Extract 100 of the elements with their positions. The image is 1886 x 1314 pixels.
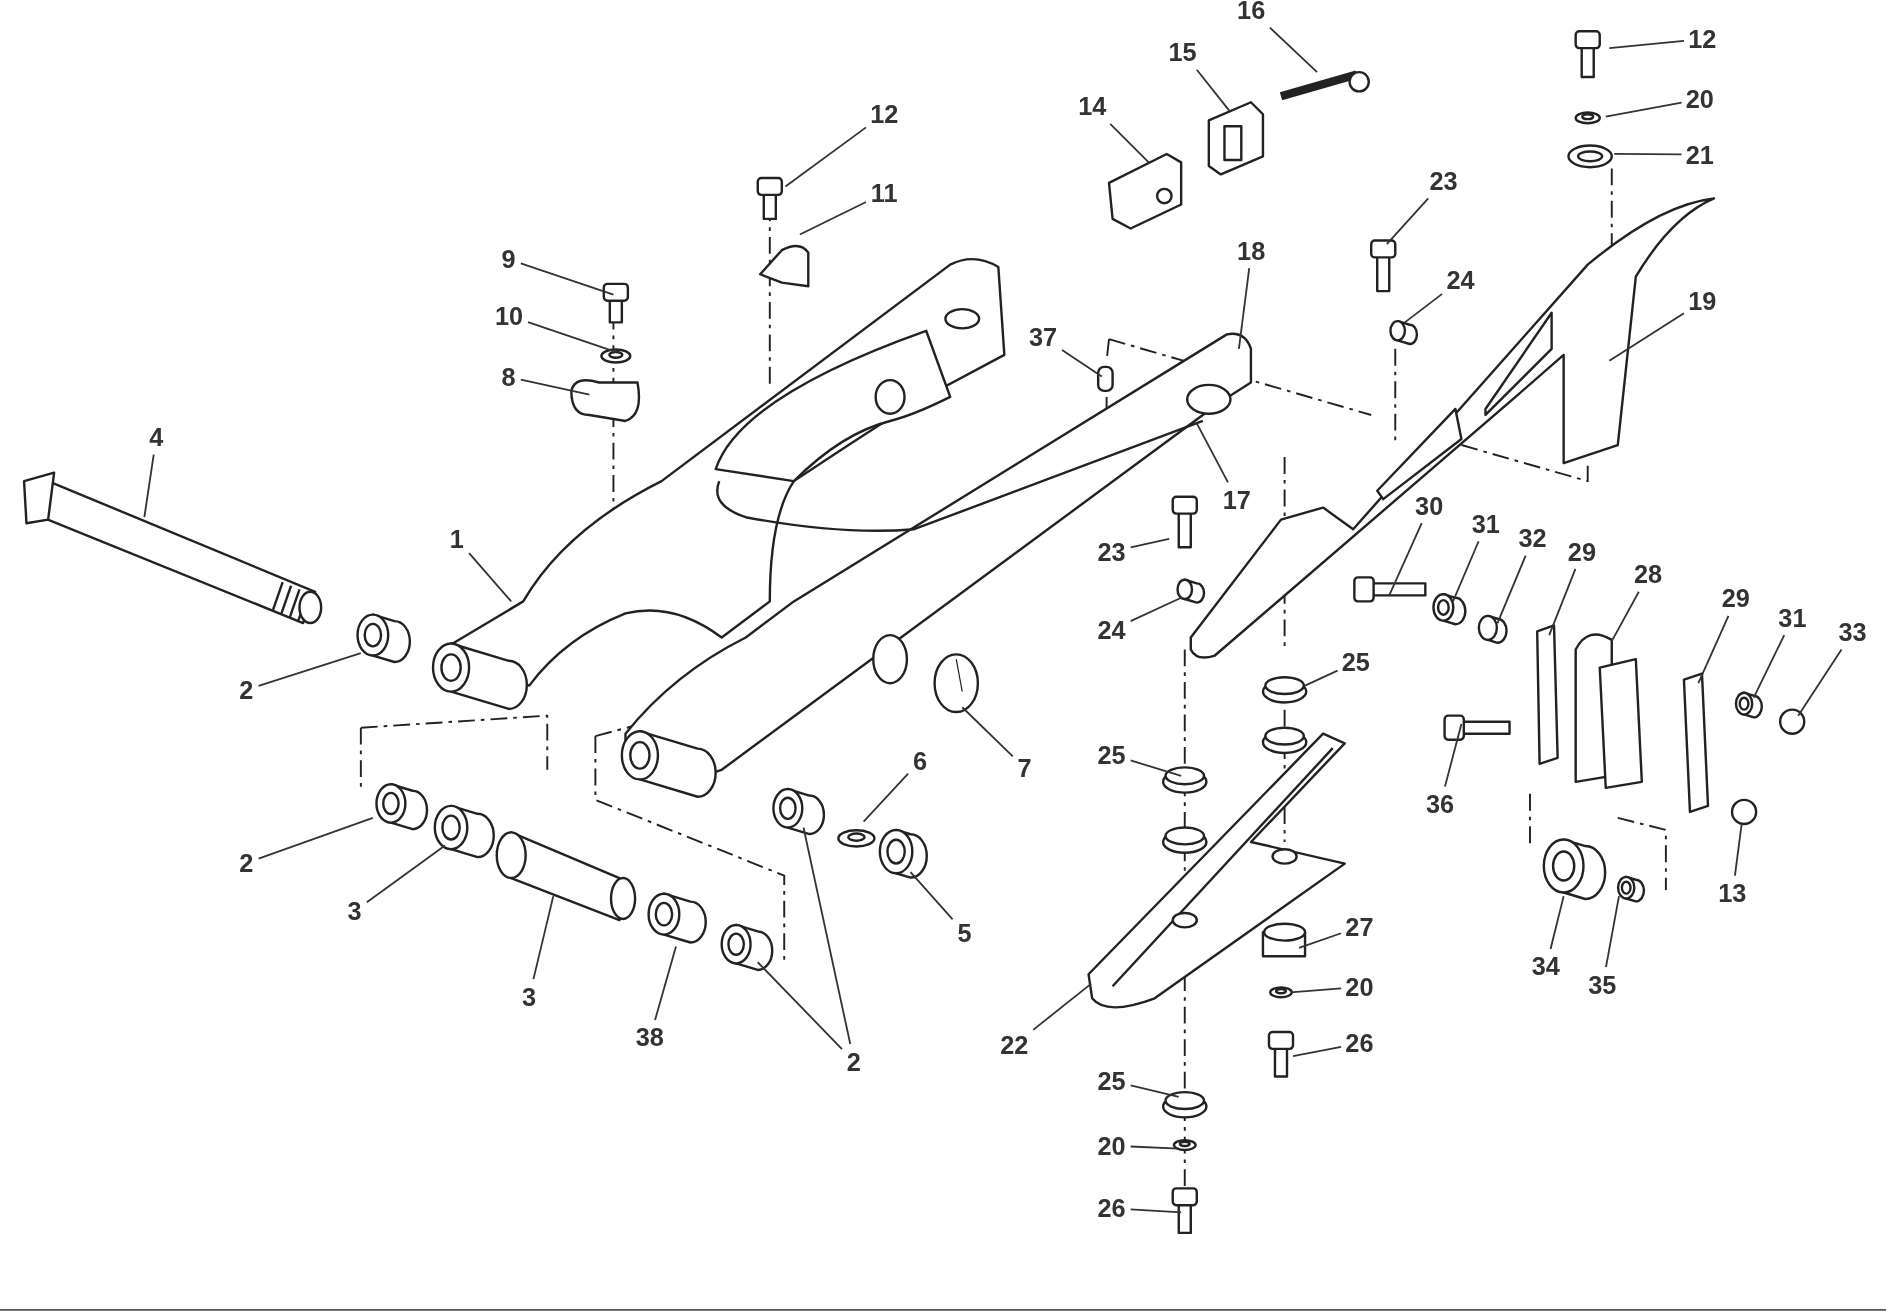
leader-line	[654, 945, 677, 1021]
leader-line	[1605, 895, 1620, 968]
leader-line	[1195, 68, 1231, 112]
callout-number: 37	[1027, 322, 1059, 351]
callout-number: 10	[493, 301, 525, 329]
leader-line	[1734, 823, 1743, 877]
callout-number: 17	[1221, 485, 1252, 513]
leader-line	[1109, 123, 1150, 164]
callout-number: 2	[238, 848, 255, 877]
leader-line	[1129, 1084, 1180, 1098]
leader-line	[1608, 40, 1685, 49]
leader-line	[1388, 522, 1423, 597]
callout-number: 25	[1096, 740, 1127, 768]
leader-line	[468, 552, 513, 603]
leader-line	[257, 817, 374, 860]
callout-number: 2	[845, 1047, 863, 1075]
leader-line	[143, 453, 155, 519]
leader-line	[1289, 987, 1343, 994]
callout-number: 4	[147, 422, 165, 451]
leader-line	[1304, 669, 1339, 687]
callout-number: 24	[1445, 265, 1476, 293]
callout-number: 36	[1424, 789, 1456, 818]
leader-line	[1610, 590, 1640, 642]
callout-number: 13	[1717, 878, 1748, 907]
callout-number: 5	[956, 918, 973, 946]
leader-line	[1129, 537, 1171, 549]
leader-line	[784, 126, 867, 188]
leader-line	[1269, 26, 1318, 74]
callout-number: 38	[634, 1023, 665, 1051]
callout-number: 1	[448, 525, 466, 553]
callout-number: 26	[1344, 1029, 1375, 1057]
leader-line	[257, 652, 362, 687]
callout-number: 12	[1686, 24, 1718, 53]
callout-number: 26	[1096, 1193, 1127, 1222]
leader-line	[1608, 312, 1685, 362]
callout-number: 31	[1470, 509, 1501, 538]
callout-number: 34	[1530, 952, 1562, 980]
leader-line	[1298, 932, 1343, 949]
leader-line	[519, 378, 591, 396]
leader-line	[1129, 1145, 1180, 1150]
leader-line	[1548, 568, 1577, 636]
callout-number: 16	[1235, 0, 1267, 24]
leader-line	[1444, 723, 1463, 788]
callout-number: 21	[1684, 140, 1716, 168]
leader-line	[1797, 648, 1843, 717]
callout-number: 15	[1167, 37, 1198, 66]
callout-number: 20	[1344, 972, 1375, 1001]
leader-line	[1195, 422, 1229, 484]
callout-number: 2	[238, 675, 255, 704]
callout-number: 9	[500, 244, 517, 273]
leader-line	[1385, 197, 1430, 246]
leader-line	[909, 871, 954, 921]
callout-number: 18	[1235, 236, 1267, 264]
leader-line	[532, 895, 555, 980]
callout-number: 29	[1566, 537, 1598, 565]
callout-number: 33	[1837, 617, 1868, 646]
leader-line	[1604, 101, 1683, 118]
callout-number: 19	[1686, 286, 1718, 315]
callout-number: 14	[1077, 92, 1108, 120]
callout-number: 22	[998, 1030, 1030, 1058]
callout-number: 7	[1016, 753, 1033, 782]
leader-line	[756, 961, 843, 1050]
leader-line	[798, 201, 867, 236]
callout-number: 25	[1096, 1066, 1127, 1094]
leader-line	[1032, 983, 1092, 1031]
callout-number: 31	[1777, 603, 1808, 631]
leader-line	[1061, 349, 1103, 378]
callout-number: 12	[869, 99, 900, 127]
leader-line	[1496, 554, 1527, 624]
callout-number: 3	[520, 982, 538, 1010]
leader-line	[1697, 614, 1730, 685]
callout-number: 23	[1428, 166, 1459, 195]
leader-line	[1752, 634, 1786, 699]
callout-number: 20	[1684, 84, 1716, 113]
leader-line	[527, 321, 618, 354]
callout-number: 8	[500, 362, 517, 391]
callout-number: 3	[346, 896, 363, 925]
callout-number: 30	[1413, 491, 1445, 519]
callout-number: 23	[1096, 537, 1127, 565]
callout-number: 28	[1632, 559, 1664, 588]
callout-number: 11	[869, 178, 899, 207]
leader-line	[1452, 540, 1480, 603]
leader-line	[862, 772, 909, 823]
leader-line	[1238, 267, 1251, 350]
callout-number: 27	[1344, 912, 1375, 940]
callout-number: 35	[1587, 970, 1618, 998]
leader-line	[1613, 153, 1683, 156]
leader-line	[961, 706, 1014, 758]
leader-line	[1129, 596, 1183, 623]
callout-number: 29	[1720, 583, 1752, 612]
callout-number: 24	[1096, 615, 1127, 643]
callout-number: 20	[1096, 1131, 1127, 1159]
leader-line	[802, 826, 852, 1045]
leader-line	[1549, 895, 1565, 950]
callout-number: 25	[1340, 647, 1372, 676]
leader-line	[519, 262, 615, 296]
leader-line	[1129, 759, 1183, 777]
callout-number: 6	[911, 746, 929, 774]
leader-line	[1129, 1208, 1183, 1214]
callout-number: 32	[1517, 523, 1548, 552]
